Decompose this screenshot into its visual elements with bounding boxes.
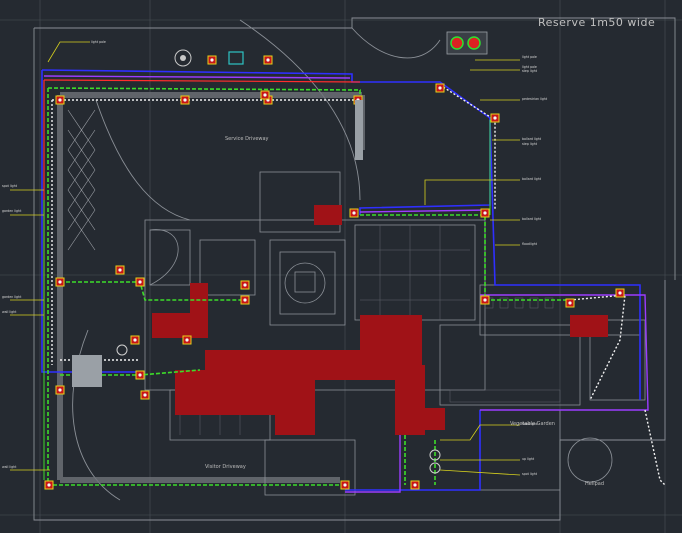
fixture-icon — [55, 277, 65, 287]
fixture-icon — [130, 335, 140, 345]
fixture-icon — [180, 95, 190, 105]
fixture-icon — [260, 90, 270, 100]
callout-label: bollard light — [522, 217, 542, 221]
callout-label: wall light — [2, 310, 17, 314]
equipment — [72, 31, 488, 474]
fixture-icon — [240, 295, 250, 305]
callout-label: floodlight — [522, 422, 538, 426]
interior-detail — [179, 225, 561, 435]
fixture-icon — [435, 83, 445, 93]
fixture-icon — [480, 295, 490, 305]
fixture-icon — [240, 280, 250, 290]
callout-label: light pole — [91, 40, 106, 44]
light-icon — [116, 344, 128, 356]
callout-label: spot light — [2, 184, 18, 188]
callout-label: wall light — [2, 465, 17, 469]
fixture-icon — [135, 370, 145, 380]
fixture-icon — [44, 480, 54, 490]
fixture-icon — [55, 95, 65, 105]
callout-label: spot light — [522, 472, 538, 476]
fixture-icon — [615, 288, 625, 298]
light-icon — [429, 462, 441, 474]
light-icon — [467, 36, 481, 50]
fixture-icon — [263, 55, 273, 65]
callout-label: step light — [522, 142, 538, 146]
callout-leaders — [10, 41, 521, 476]
fixture-icon — [340, 480, 350, 490]
callout-label: floodlight — [522, 242, 538, 246]
fixture-icon — [410, 480, 420, 490]
callout-label: light pole — [522, 65, 537, 69]
callout-label: light pole — [522, 55, 537, 59]
fixture-icon — [55, 385, 65, 395]
fixture-icon — [490, 113, 500, 123]
area-label-helipad: Helipad — [585, 481, 604, 487]
pump-icon — [174, 49, 192, 67]
fixture-icon — [565, 298, 575, 308]
area-label-garden: Vegetable Garden — [510, 421, 555, 427]
fixture-icon — [115, 265, 125, 275]
building-fill — [152, 205, 608, 435]
fixtures — [44, 55, 625, 490]
fixture-icon — [135, 277, 145, 287]
area-label-visitor: Visitor Driveway — [205, 464, 246, 470]
fixture-icon — [349, 208, 359, 218]
fixture-icon — [480, 208, 490, 218]
gate-blocks — [72, 100, 363, 387]
callout-label: step light — [522, 69, 538, 73]
light-icon — [450, 36, 464, 50]
area-label-service: Service Driveway — [225, 136, 269, 142]
callout-label: pedestrian light — [522, 97, 548, 101]
callout-labels: light pole light pole light pole pedestrian… — [2, 40, 548, 476]
tank-icon — [228, 51, 244, 65]
light-icon — [429, 449, 441, 461]
fixture-icon — [182, 335, 192, 345]
callout-label: garden light — [2, 209, 22, 213]
top-label: Reserve 1m50 wide — [538, 16, 655, 29]
fixture-icon — [207, 55, 217, 65]
driveway-hatch — [67, 109, 96, 251]
pump-icon-core — [180, 55, 186, 61]
fixture-icon — [140, 390, 150, 400]
callout-label: garden light — [2, 295, 22, 299]
callout-label: bollard light — [522, 177, 542, 181]
callout-label: up light — [522, 457, 535, 461]
callout-label: bollard light — [522, 137, 542, 141]
